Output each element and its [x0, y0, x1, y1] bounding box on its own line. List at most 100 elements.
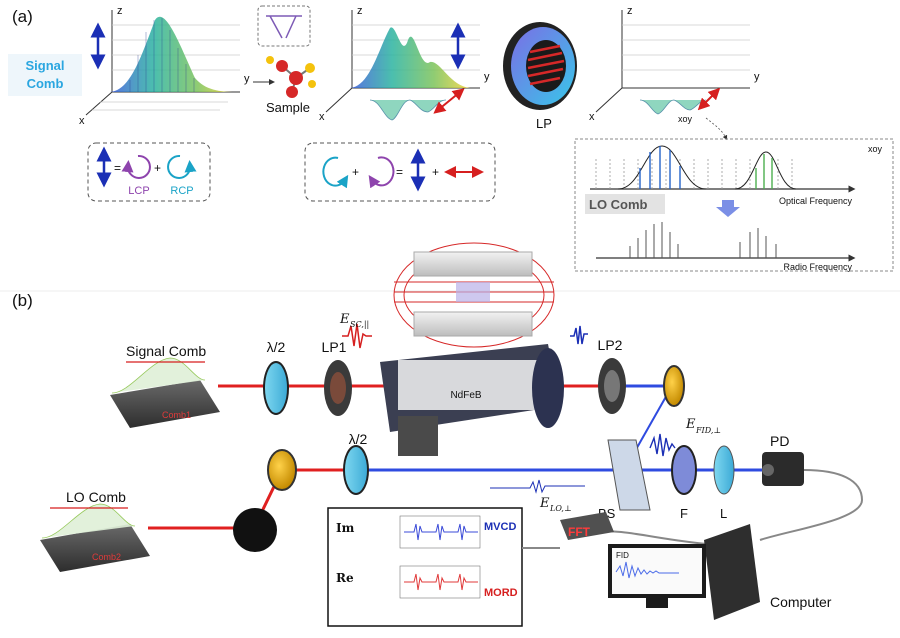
eq-box-1: [87, 142, 211, 202]
e-lo-perp-sub: LO,⊥: [549, 504, 571, 513]
comb-lines-1: [129, 18, 195, 92]
signal-comb-box: [110, 380, 220, 428]
rotated-pol-arrow: [433, 88, 465, 114]
signal-gaussian: [110, 16, 235, 93]
mvcd-mord-box: [327, 507, 523, 627]
e-lo-perp: E: [539, 496, 550, 511]
half-wave-plate-1: [263, 361, 289, 415]
molecule-icon: [266, 56, 316, 98]
signal-pulse-blue: [570, 325, 588, 345]
rcp-circle-icon: [167, 154, 197, 179]
computer-label: Computer: [770, 594, 832, 610]
axis-y-3: y: [754, 71, 760, 83]
signal-comb-label-line2: Comb: [27, 76, 64, 91]
panel-b: (b) E SC,|| Comb1 Signal Comb λ/2 LP1: [0, 242, 900, 627]
axis-z-2: z: [357, 5, 363, 17]
eq1-equals: =: [114, 161, 121, 175]
xoy-label-top: xoy: [678, 114, 693, 124]
e-sc-parallel-sub: SC,||: [350, 320, 369, 329]
lo-perp-wave: [490, 479, 585, 494]
rf-peaks: [629, 222, 777, 258]
axis-z-1: z: [117, 5, 123, 17]
mirror-gold-2: [267, 449, 297, 491]
eq2-rcp-icon: [322, 156, 349, 189]
half-wave-1-label: λ/2: [267, 339, 286, 355]
eq1-plus: +: [154, 161, 161, 175]
signal-teeth-1: [639, 146, 681, 189]
im-label: Im: [336, 521, 355, 535]
filtered-trace: [639, 99, 707, 115]
signal-comb-label-line1: Signal: [25, 58, 64, 73]
lp-polarizer-icon: [503, 22, 577, 110]
lo-comb-box: [40, 524, 150, 572]
magnet-bottom: [413, 311, 533, 337]
signal-pulse-red: [342, 323, 372, 349]
dispersion-trace: [369, 99, 447, 121]
lo-comb-spectrum: [41, 503, 136, 539]
fft-label: FFT: [568, 525, 591, 539]
eq2-plus: +: [352, 165, 359, 179]
beam-splitter: [607, 439, 651, 511]
half-wave-2-label: λ/2: [349, 431, 368, 447]
panel-b-tag: (b): [12, 291, 33, 310]
eq2-equals: =: [396, 165, 403, 179]
ndfeb-core: [398, 360, 548, 410]
panel-a: (a) Signal Comb z y x: [8, 5, 894, 272]
lcp-circle-icon: [121, 154, 151, 179]
lens-l: [713, 445, 735, 495]
sample-inset-levels: [266, 15, 302, 39]
magnet-top: [413, 251, 533, 277]
fft-cable: [595, 530, 709, 545]
radio-frequency-label: Radio Frequency: [783, 262, 852, 272]
signal-comb-label: Signal Comb: [126, 343, 206, 359]
mord-label: MORD: [484, 587, 518, 599]
absorbed-spectrum: [350, 27, 470, 88]
fid-wave: [649, 433, 676, 457]
photodetector: [762, 452, 804, 486]
pd-label: PD: [770, 433, 789, 449]
axis-z-3: z: [627, 5, 633, 17]
lo-mirror-black: [233, 508, 277, 552]
f-label: F: [680, 506, 688, 521]
axis-x-3: x: [589, 111, 595, 123]
e-sc-parallel: E: [339, 312, 350, 327]
l-label: L: [720, 506, 727, 521]
lo-comb-inset-label: LO Comb: [589, 197, 648, 212]
optical-frequency-label: Optical Frequency: [779, 196, 853, 206]
axis-x-2: x: [319, 111, 325, 123]
ndfeb-mount: [398, 416, 438, 456]
sample-label: Sample: [266, 100, 310, 115]
lo-comb-badge: [585, 194, 665, 214]
ndfeb-label: NdFeB: [450, 390, 481, 401]
comb2-label: Comb2: [92, 552, 121, 562]
comb1-label: Comb1: [162, 410, 191, 420]
panel-a-tag: (a): [12, 7, 33, 26]
axis-x-1: x: [79, 115, 85, 127]
rcp-label: RCP: [170, 185, 193, 197]
sample-inset-box: [257, 5, 311, 47]
eq2-lcp-icon: [368, 156, 395, 189]
eq2-plus2: +: [432, 165, 439, 179]
lo-envelope-1: [617, 145, 707, 190]
fid-trace: [615, 561, 679, 579]
xoy-label-inset: xoy: [868, 144, 883, 154]
axes-3: [595, 10, 750, 113]
signal-comb-label-bg: [8, 54, 82, 96]
xoy-pointer: [705, 117, 728, 141]
lo-envelope-2: [734, 151, 797, 190]
lp-label: LP: [536, 116, 552, 131]
fid-label: FID: [616, 551, 629, 560]
lo-comb-label: LO Comb: [66, 489, 126, 505]
lp2-label: LP2: [598, 337, 623, 353]
sample-cell: [456, 282, 490, 302]
pd-cable: [759, 469, 864, 541]
ndfeb-flange: [532, 348, 564, 428]
down-arrow-icon: [716, 200, 740, 217]
fid-monitor-stand: [646, 598, 668, 608]
lcp-label: LCP: [128, 185, 149, 197]
signal-comb-spectrum: [111, 357, 206, 394]
e-fid-perp: E: [685, 417, 696, 432]
e-fid-perp-sub: FID,⊥: [695, 426, 721, 435]
mirror-gold-1: [663, 365, 685, 407]
